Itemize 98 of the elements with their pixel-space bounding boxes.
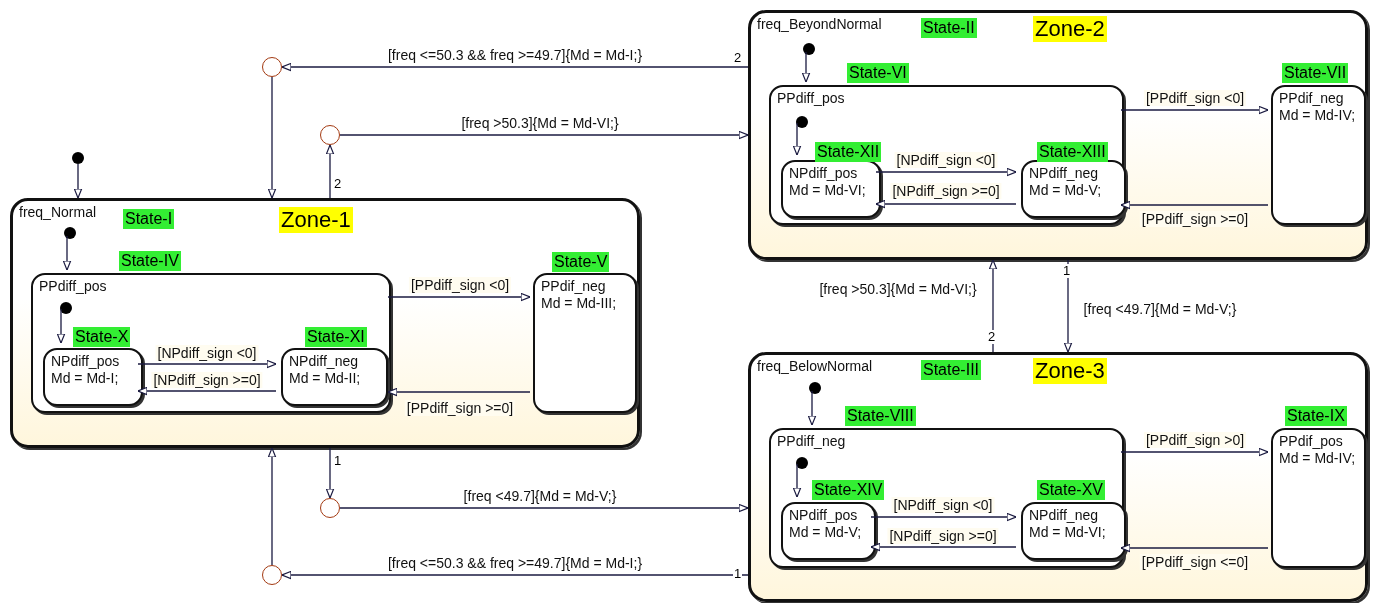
transition-arrow: [56, 308, 66, 344]
edge-label: [freq >50.3]{Md = Md-VI;}: [817, 281, 979, 297]
junction-circle: [262, 565, 282, 585]
state-tag: State-XIV: [812, 480, 885, 500]
initial-dot: [72, 152, 84, 164]
state-name: freq_BeyondNormal: [757, 16, 882, 33]
state-tag: State-III: [921, 360, 982, 380]
transition-arrow: [137, 386, 277, 396]
state-tag: State-XIII: [1037, 142, 1108, 162]
state-tag: State-VII: [1282, 63, 1349, 83]
zone-box: [748, 352, 1368, 602]
state-name: NPdiff_neg Md = Md-VI;: [1029, 507, 1107, 541]
transition-arrow: [281, 62, 749, 72]
edge-label: [PPdiff_sign >=0]: [1139, 211, 1251, 227]
transition-arrow: [339, 130, 749, 140]
transition-arrow: [387, 387, 531, 397]
edge-label: [NPdiff_sign <0]: [894, 152, 998, 168]
state-tag: State-II: [921, 18, 977, 38]
state-name: freq_Normal: [19, 204, 97, 221]
transition-arrow: [73, 163, 83, 199]
junction-circle: [320, 498, 340, 518]
state-name: NPdiff_pos Md = Md-V;: [789, 507, 863, 541]
initial-dot: [60, 302, 72, 314]
transition-arrow: [1120, 447, 1269, 457]
junction-circle: [262, 57, 282, 77]
zone-box: [748, 10, 1368, 260]
transition-arrow: [1120, 105, 1269, 115]
state-name: PPdif_neg Md = Md-IV;: [1279, 90, 1357, 124]
initial-dot: [809, 382, 821, 394]
transition-arrow: [137, 359, 277, 369]
state-name: freq_BelowNormal: [757, 358, 873, 375]
transition-arrow: [62, 235, 72, 271]
state-name: PPdiff_neg: [777, 433, 846, 450]
state-name: NPdiff_neg Md = Md-V;: [1029, 165, 1103, 199]
transition-arrow: [387, 292, 531, 302]
initial-dot: [803, 43, 815, 55]
initial-dot: [796, 457, 808, 469]
state-tag: State-IV: [119, 251, 181, 271]
state-tag: State-XI: [305, 327, 367, 347]
edge-label: [NPdiff_sign <0]: [891, 497, 995, 513]
initial-dot: [64, 227, 76, 239]
edge-label: [NPdiff_sign >=0]: [890, 183, 1002, 199]
edge-label: [NPdiff_sign >=0]: [151, 372, 263, 388]
priority-number: 2: [733, 51, 743, 65]
priority-number: 1: [733, 567, 743, 581]
edge-label: [freq <49.7]{Md = Md-V;}: [461, 488, 619, 504]
transition-arrow: [339, 503, 749, 513]
transition-arrow: [1120, 200, 1269, 210]
junction-circle: [320, 125, 340, 145]
transition-arrow: [1063, 259, 1073, 353]
edge-label: [NPdiff_sign <0]: [155, 345, 259, 361]
transition-arrow: [875, 167, 1017, 177]
transition-arrow: [988, 259, 998, 353]
transition-arrow: [807, 390, 817, 426]
zone-tag: Zone-2: [1033, 16, 1107, 42]
state-name: NPdiff_pos Md = Md-VI;: [789, 165, 867, 199]
transition-arrow: [792, 122, 802, 156]
initial-dot: [796, 116, 808, 128]
state-name: PPdif_neg Md = Md-III;: [541, 278, 618, 312]
edge-label: [NPdiff_sign >=0]: [887, 528, 999, 544]
edge-label: [PPdiff_sign >=0]: [404, 400, 516, 416]
transition-arrow: [267, 447, 277, 566]
state-tag: State-XII: [815, 142, 882, 162]
zone-box: [10, 198, 640, 448]
state-tag: State-I: [123, 209, 175, 229]
edge-label: [PPdiff_sign <0]: [1143, 90, 1247, 106]
zone-tag: Zone-1: [279, 207, 353, 233]
edge-label: [PPdiff_sign >0]: [1143, 432, 1247, 448]
priority-number: 1: [1062, 264, 1072, 278]
edge-label: [freq <49.7]{Md = Md-V;}: [1081, 301, 1239, 317]
priority-number: 2: [987, 330, 997, 344]
transition-arrow: [801, 51, 811, 83]
state-tag: State-V: [552, 252, 610, 272]
transition-arrow: [281, 570, 749, 580]
transition-arrow: [870, 542, 1017, 552]
transition-arrow: [875, 199, 1017, 209]
state-tag: State-IX: [1285, 406, 1347, 426]
state-tag: State-VI: [847, 63, 909, 83]
transition-arrow: [325, 144, 335, 199]
state-name: NPdiff_pos Md = Md-I;: [51, 353, 121, 387]
edge-label: [PPdiff_sign <0]: [408, 277, 512, 293]
transition-arrow: [870, 512, 1017, 522]
state-name: NPdiff_neg Md = Md-II;: [289, 353, 362, 387]
state-tag: State-VIII: [845, 406, 916, 426]
zone-tag: Zone-3: [1033, 358, 1107, 384]
state-name: PPdif_pos Md = Md-IV;: [1279, 433, 1357, 467]
transition-arrow: [267, 76, 277, 199]
state-tag: State-XV: [1037, 480, 1106, 500]
edge-label: [PPdiff_sign <=0]: [1139, 554, 1251, 570]
transition-arrow: [792, 463, 802, 498]
priority-number: 2: [333, 177, 343, 191]
state-name: PPdiff_pos: [777, 90, 845, 107]
priority-number: 1: [333, 454, 343, 468]
transition-arrow: [1120, 543, 1269, 553]
transition-arrow: [325, 447, 335, 499]
state-name: PPdiff_pos: [39, 278, 107, 295]
state-tag: State-X: [73, 327, 131, 347]
edge-label: [freq >50.3]{Md = Md-VI;}: [459, 115, 621, 131]
